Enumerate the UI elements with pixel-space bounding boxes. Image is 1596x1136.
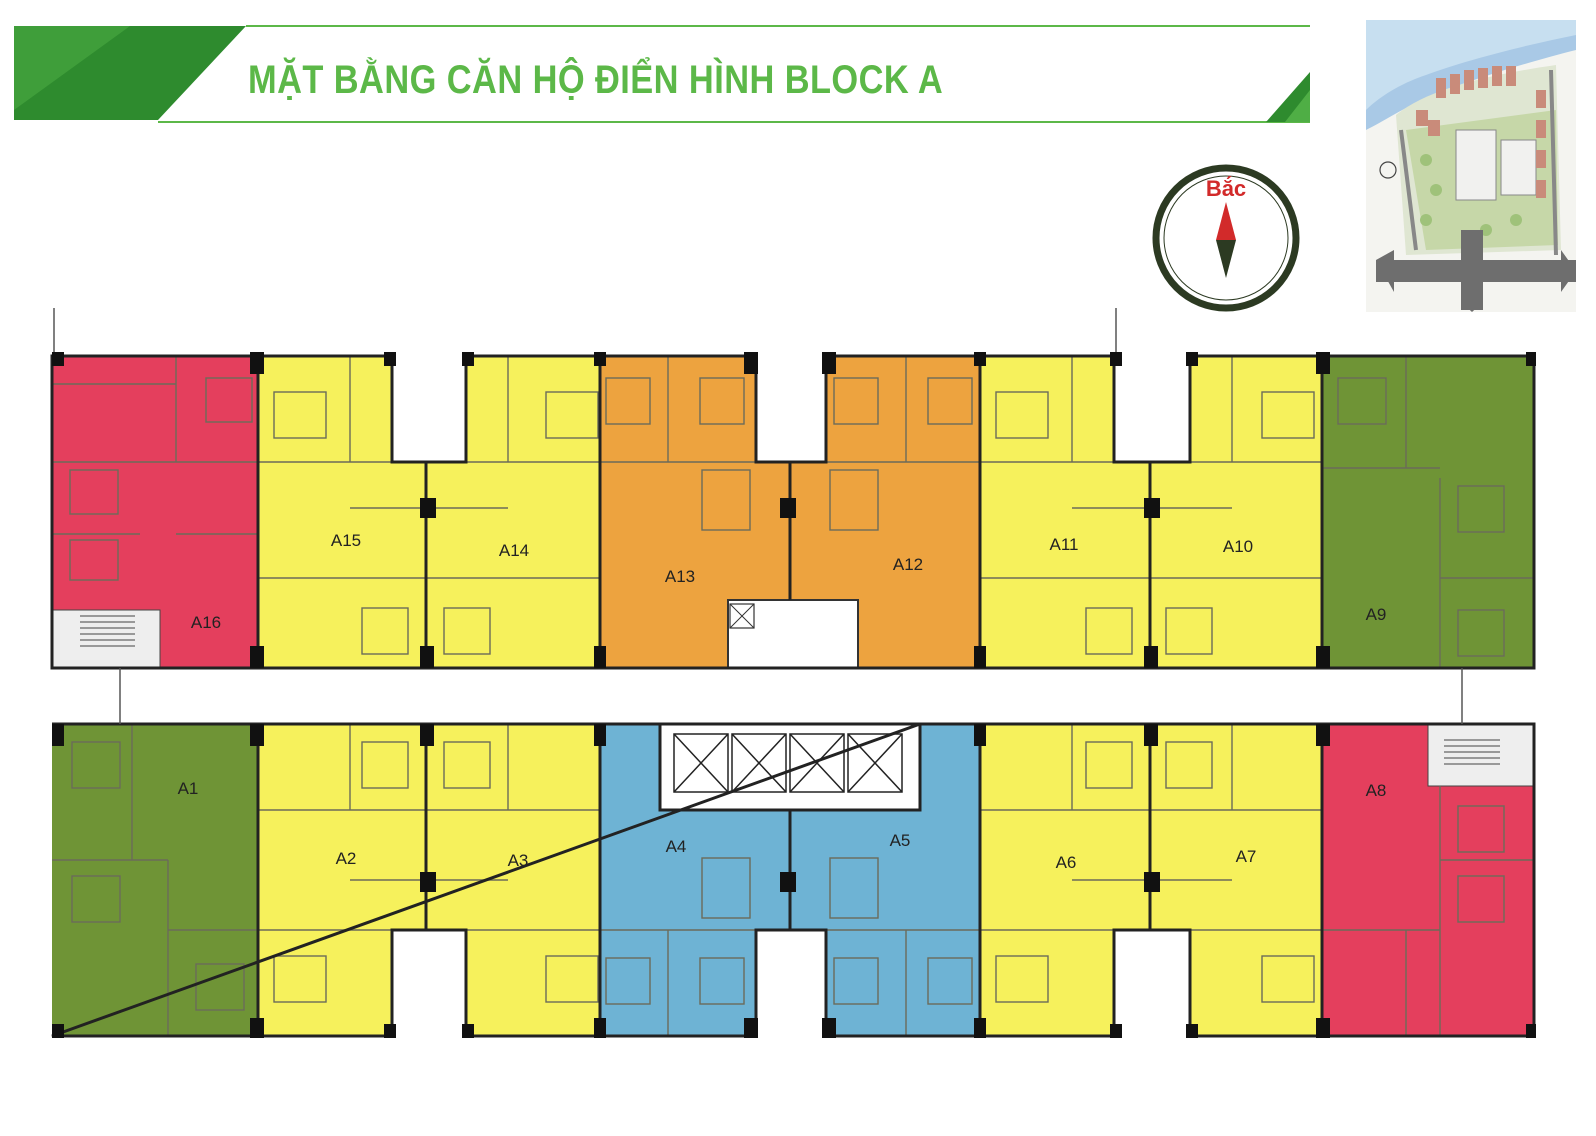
- label-a3: A3: [508, 851, 529, 870]
- site-location-map: [1366, 20, 1576, 312]
- unit-a7[interactable]: [1150, 724, 1322, 1036]
- unit-a12[interactable]: [790, 356, 980, 668]
- unit-a15[interactable]: [258, 356, 426, 668]
- unit-a3[interactable]: [426, 724, 600, 1036]
- label-a15: A15: [331, 531, 361, 550]
- unit-a6[interactable]: [980, 724, 1150, 1036]
- stair-bottom-right: [1427, 723, 1535, 787]
- label-a8: A8: [1366, 781, 1387, 800]
- compass-needle-south: [1216, 240, 1236, 278]
- columns: [52, 352, 1536, 1038]
- floor-plan: A16 A15 A14 A13 A12 A11 A10 A9 A1 A2 A3 …: [50, 308, 1540, 1038]
- label-a16: A16: [191, 613, 221, 632]
- compass-label: Bắc: [1206, 176, 1246, 201]
- stair-top-left: [51, 609, 161, 669]
- unit-labels: A16 A15 A14 A13 A12 A11 A10 A9 A1 A2 A3 …: [178, 531, 1387, 872]
- unit-a13[interactable]: [600, 356, 790, 668]
- unit-a14[interactable]: [426, 356, 600, 668]
- unit-a11[interactable]: [980, 356, 1150, 668]
- unit-a1[interactable]: [52, 724, 258, 1036]
- compass-needle-north: [1216, 202, 1236, 240]
- unit-a2[interactable]: [258, 724, 426, 1036]
- banner-left-light-block: [14, 26, 130, 110]
- label-a4: A4: [666, 837, 687, 856]
- lift-lobby-top: [727, 599, 859, 669]
- label-a7: A7: [1236, 847, 1257, 866]
- label-a12: A12: [893, 555, 923, 574]
- banner-right-triangle-light: [1285, 90, 1310, 122]
- label-a11: A11: [1050, 535, 1079, 554]
- interior-partitions: [52, 356, 1534, 1036]
- label-a10: A10: [1223, 537, 1253, 556]
- label-a6: A6: [1056, 853, 1077, 872]
- unit-a10[interactable]: [1150, 356, 1322, 668]
- corridor-connectors: [53, 308, 1463, 724]
- label-a1: A1: [178, 779, 199, 798]
- label-a9: A9: [1366, 605, 1387, 624]
- label-a13: A13: [665, 567, 695, 586]
- header-banner: [14, 25, 1310, 123]
- unit-a9[interactable]: [1322, 356, 1534, 668]
- label-a5: A5: [890, 831, 911, 850]
- page-title: MẶT BẰNG CĂN HỘ ĐIỂN HÌNH BLOCK A: [248, 58, 944, 102]
- label-a14: A14: [499, 541, 529, 560]
- north-compass-icon: Bắc: [1152, 164, 1300, 312]
- label-a2: A2: [336, 849, 357, 868]
- structural-outline: [50, 354, 1536, 1038]
- corridor: [52, 668, 1540, 724]
